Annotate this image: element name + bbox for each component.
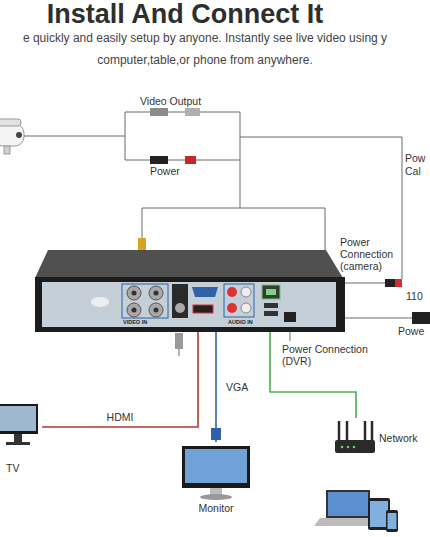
cable-label: Power [150,165,180,177]
bnc-pin [154,308,159,313]
usb-port [264,311,278,316]
bnc-port [149,303,163,317]
page-title: Install And Connect It [47,0,324,30]
camera-mount [4,146,10,154]
rca-port [241,287,251,297]
dc-plug [185,156,196,164]
monitor-frame [182,446,250,488]
connection-label: Power Connection (camera) [340,236,398,272]
monitor-screen [185,449,247,483]
router-light [353,446,356,449]
rca-port [227,287,237,297]
stub-cable [179,349,180,356]
bnc-port [127,303,141,317]
dvr-top [35,250,343,278]
dvr-recorder [35,250,345,332]
tv-stand [14,434,22,442]
laptop-screen [328,492,368,516]
cable-label: HDMI [105,411,136,423]
voltage-label: 110 [406,290,423,302]
bnc-plug [150,108,168,116]
rca-port [241,303,251,313]
router [335,421,375,453]
rca-port [227,303,237,313]
bnc-pin [132,308,137,313]
bnc-plug [175,333,183,349]
port-frame [224,284,254,317]
device-label: Network [379,432,418,444]
extension-cable [24,112,402,283]
power-jack [284,312,296,322]
aout-block [172,284,188,318]
camera-lens [16,132,22,138]
camera-shade [0,119,21,126]
bullet-camera [0,119,24,154]
phone [386,510,398,532]
port-frame [122,284,168,318]
router-light [341,446,344,449]
dvr-unit: VIDEO IN AUDIO IN [35,248,343,332]
device-label: Monitor [198,502,233,514]
tv-frame [0,404,38,434]
phone-screen [388,513,397,529]
bnc-pin [132,291,137,296]
dvr-panel [42,282,336,327]
port-label: VIDEO IN [123,319,147,325]
cable-connector [215,332,217,442]
monitor-base [200,494,232,500]
sticker [91,297,109,307]
router-antenna [339,421,372,440]
power-label: Powe [398,325,424,337]
bnc-plug [185,108,200,116]
cable-connector [42,332,198,427]
dvr-back [35,277,345,332]
tv-set [0,404,38,445]
dc-plug [385,279,395,287]
usb-port [264,303,278,308]
power-adapter [412,312,430,324]
router-device: Network [333,418,425,462]
ethernet-port [262,285,280,299]
camera-body [0,124,24,146]
bnc-port [175,303,185,313]
tv-base [6,442,30,445]
connection-label: Power Connection (DVR) [282,343,378,367]
cable-label: Video Output [140,95,201,107]
monitor-device: Monitor [178,442,254,520]
cable-label: VGA [224,381,250,393]
dc-plug [395,279,402,287]
hdmi-port [193,305,213,313]
port-label: AUDIO IN [228,319,253,325]
vga-port [192,287,218,297]
cable-label: Cal [405,165,421,177]
tablet-screen [370,501,388,527]
bnc-port [127,286,141,300]
tv-device: TV [0,400,42,480]
router-light [347,446,350,449]
cable-label: Pow [405,152,425,164]
subtitle-text: computer,table,or phone from anywhere. [97,54,312,68]
router-body [335,440,375,453]
subtitle-text: e quickly and easily setup by anyone. In… [23,32,387,46]
device-label: TV [6,462,19,474]
dc-plug [150,156,168,164]
bnc-pin [154,291,159,296]
bnc-plug [138,238,146,252]
client-devices [314,490,398,532]
tv-screen [0,406,36,431]
ethernet-socket [266,289,276,295]
bnc-port [149,286,163,300]
laptop-lid [326,490,370,518]
monitor-set [182,446,250,500]
